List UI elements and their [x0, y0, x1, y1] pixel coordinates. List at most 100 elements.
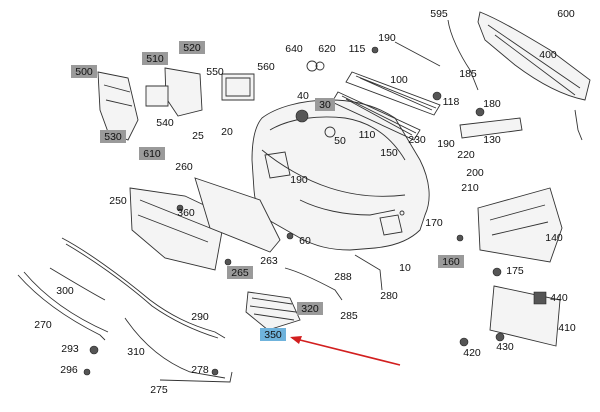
- callout-label-288: 288: [334, 271, 352, 283]
- label-text: 25: [192, 130, 204, 142]
- label-text: 30: [319, 99, 331, 111]
- callout-label-110: 110: [359, 129, 376, 141]
- callout-label-500: 500: [71, 65, 97, 78]
- callout-label-285: 285: [340, 310, 358, 322]
- callout-label-275: 275: [150, 384, 168, 396]
- label-text: 500: [75, 66, 93, 78]
- emblem-part: [295, 109, 309, 123]
- callout-label-60: 60: [299, 235, 311, 247]
- callout-label-260: 260: [175, 161, 193, 173]
- callout-label-400: 400: [539, 49, 557, 61]
- callout-label-530: 530: [100, 130, 126, 143]
- bolt-part: [176, 204, 184, 212]
- label-text: 280: [380, 290, 398, 302]
- callout-label-360: 360: [177, 207, 195, 219]
- label-text: 190: [437, 138, 455, 150]
- highlight-arrow: [290, 336, 401, 366]
- label-text: 118: [443, 96, 460, 108]
- callout-label-520: 520: [179, 41, 205, 54]
- callout-label-180: 180: [483, 98, 501, 110]
- label-text: 560: [257, 61, 275, 73]
- label-text: 115: [349, 43, 366, 55]
- drl-strip-part: [459, 117, 523, 139]
- label-tag-box: [71, 65, 97, 78]
- label-text: 610: [143, 148, 161, 160]
- callout-label-410: 410: [558, 322, 576, 334]
- label-text: 100: [390, 74, 408, 86]
- trim-strip-part: [17, 274, 106, 341]
- label-text: 360: [177, 207, 195, 219]
- spoiler-lip-part: [61, 237, 226, 339]
- callout-label-595: 595: [430, 8, 448, 20]
- label-text: 300: [56, 285, 74, 297]
- label-tag-box: [227, 266, 253, 279]
- callout-label-278: 278: [191, 364, 209, 376]
- label-text: 265: [231, 267, 249, 279]
- callout-label-300: 300: [56, 285, 74, 297]
- trim-strip-part: [124, 317, 226, 379]
- hose-part: [447, 19, 479, 91]
- trim-strip-part: [23, 271, 109, 333]
- callout-label-600: 600: [557, 8, 575, 20]
- label-text: 310: [127, 346, 145, 358]
- label-text: 20: [221, 126, 233, 138]
- strip-part: [354, 254, 383, 291]
- label-tag-box: [142, 52, 168, 65]
- callout-label-118: 118: [443, 96, 460, 108]
- label-text: 440: [550, 292, 568, 304]
- label-text: 520: [183, 42, 201, 54]
- clip-part: [211, 368, 219, 376]
- label-text: 170: [425, 217, 443, 229]
- callout-label-620: 620: [318, 43, 336, 55]
- label-text: 600: [557, 8, 575, 20]
- callout-label-170: 170: [425, 217, 443, 229]
- label-tag-box: [438, 255, 464, 268]
- impact-absorber-part: [477, 11, 591, 101]
- control-unit-part: [221, 73, 255, 101]
- label-tag-box: [260, 328, 286, 341]
- callout-label-550: 550: [206, 66, 224, 78]
- label-text: 288: [334, 271, 352, 283]
- callout-label-270: 270: [34, 319, 52, 331]
- callout-label-175: 175: [506, 265, 524, 277]
- wiring-part: [574, 109, 583, 141]
- label-text: 140: [545, 232, 563, 244]
- clip-part: [371, 46, 379, 54]
- label-tag-box: [315, 98, 335, 111]
- label-text: 40: [297, 90, 309, 102]
- callout-label-40: 40: [297, 90, 309, 102]
- label-text: 190: [290, 174, 308, 186]
- callout-label-160: 160: [438, 255, 464, 268]
- callout-label-20: 20: [221, 126, 233, 138]
- callout-label-610: 610: [139, 147, 165, 160]
- callout-label-293: 293: [61, 343, 79, 355]
- left-bracket-part: [97, 71, 139, 141]
- callout-label-230: 230: [408, 134, 426, 146]
- label-text: 263: [260, 255, 278, 267]
- label-text: 640: [285, 43, 303, 55]
- callout-label-263: 263: [260, 255, 278, 267]
- label-text: 180: [483, 98, 501, 110]
- callout-label-190: 190: [437, 138, 455, 150]
- label-text: 220: [457, 149, 475, 161]
- label-text: 130: [483, 134, 501, 146]
- label-text: 110: [359, 129, 376, 141]
- callout-label-320: 320: [297, 302, 323, 315]
- label-text: 296: [60, 364, 78, 376]
- callout-label-640: 640: [285, 43, 303, 55]
- label-text: 530: [104, 131, 122, 143]
- trim-strip-part: [394, 41, 441, 67]
- callout-label-350: 350: [260, 328, 286, 341]
- callout-label-296: 296: [60, 364, 78, 376]
- sensor-unit-part: [145, 85, 169, 107]
- label-tag-box: [139, 147, 165, 160]
- sensor-part: [315, 61, 325, 71]
- spoiler-lip-part: [65, 243, 219, 339]
- label-text: 410: [558, 322, 576, 334]
- callout-label-220: 220: [457, 149, 475, 161]
- label-text: 420: [463, 347, 481, 359]
- label-text: 510: [146, 53, 164, 65]
- callout-label-430: 430: [496, 341, 514, 353]
